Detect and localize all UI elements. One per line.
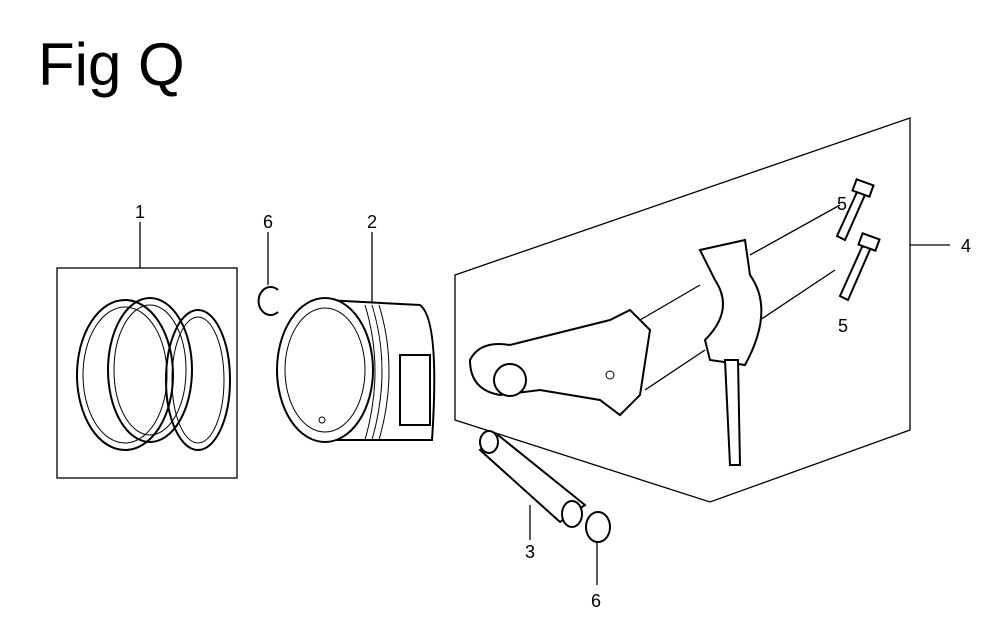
piston-pin-part (478, 430, 587, 540)
callout-3: 3 (525, 542, 535, 562)
conrod-bolt-top-part (835, 178, 875, 242)
callout-1: 1 (135, 202, 145, 222)
callout-4: 4 (961, 236, 971, 256)
piston-pin-clip-part (257, 232, 279, 316)
connecting-rod-assembly-part (454, 117, 950, 503)
callout-5-top: 5 (837, 194, 847, 214)
callout-6-bottom: 6 (591, 591, 601, 611)
piston-pin-clip-bottom-part (585, 511, 611, 585)
callout-5-bottom: 5 (838, 316, 848, 336)
conrod-bolt-bottom-part (838, 232, 881, 302)
piston-part (276, 232, 436, 443)
piston-rings-part (56, 222, 238, 479)
callout-6-top: 6 (263, 212, 273, 232)
figure-title: Fig Q (38, 31, 185, 98)
callout-2: 2 (367, 212, 377, 232)
